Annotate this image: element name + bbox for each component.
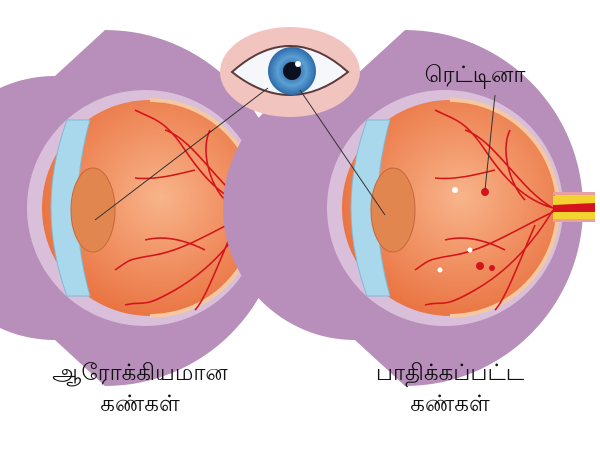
damaged-eyes-label: பாதிக்கப்பட்ட கண்கள் (330, 358, 570, 420)
pointer-lines (94, 87, 496, 221)
healthy-label-line1: ஆரோக்கியமான (52, 360, 228, 386)
healthy-eyes-label: ஆரோக்கியமான கண்கள் (20, 358, 260, 420)
retina-hemorrhage-spots (476, 188, 495, 271)
healthy-label-line2: கண்கள் (100, 391, 180, 417)
retina-label: ரெட்டினா (424, 62, 526, 88)
eye-icon (220, 27, 360, 117)
damaged-label-line1: பாதிக்கப்பட்ட (375, 360, 525, 386)
damaged-label-line2: கண்கள் (410, 391, 490, 417)
damaged-eyeball (221, 28, 597, 388)
retina-exudate-spots (437, 187, 473, 273)
